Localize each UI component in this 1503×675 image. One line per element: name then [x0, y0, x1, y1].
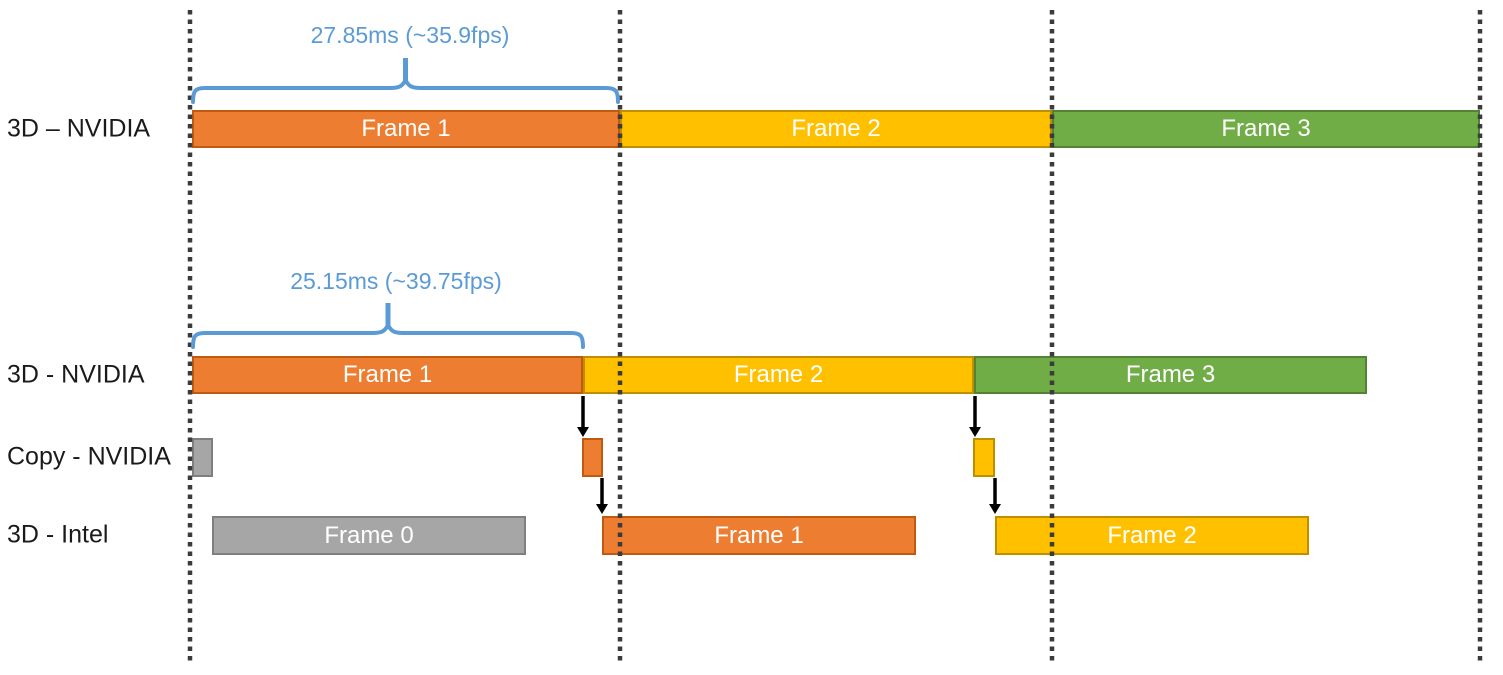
copy-bar	[192, 438, 213, 477]
frame-bar-label: Frame 3	[1221, 115, 1311, 142]
frame-bar-label: Frame 1	[361, 115, 451, 142]
measurement-brace	[191, 75, 620, 104]
frame-bar-frame-2: Frame 2	[583, 356, 974, 394]
frame-bar-label: Frame 1	[342, 361, 433, 388]
copy-arrow-head	[577, 427, 589, 437]
frame-bar-frame-2: Frame 2	[995, 516, 1309, 555]
copy-arrow-head	[989, 504, 1001, 514]
lane-label-3d-nvidia: 3D - NVIDIA	[7, 360, 145, 389]
copy-bar	[582, 438, 603, 477]
frame-bar-frame-1: Frame 1	[192, 356, 583, 394]
timing-annotation-top: 27.85ms (~35.9fps)	[310, 22, 510, 48]
frame-bar-label: Frame 0	[324, 521, 414, 549]
copy-arrow-head	[969, 427, 981, 437]
copy-bar	[973, 438, 995, 477]
frame-bar-label: Frame 2	[791, 115, 881, 142]
frame-bar-frame-3: Frame 3	[1052, 110, 1480, 148]
lane-label-copy-nvidia: Copy - NVIDIA	[7, 442, 171, 471]
timing-annotation-bottom: 25.15ms (~39.75fps)	[290, 268, 502, 294]
frame-bar-frame-2: Frame 2	[620, 110, 1052, 148]
frame-bar-label: Frame 3	[1125, 361, 1216, 388]
lane-label-3d-nvidia-top: 3D – NVIDIA	[7, 114, 151, 143]
frame-bar-label: Frame 1	[714, 521, 804, 549]
frame-bar-frame-1: Frame 1	[602, 516, 916, 555]
frame-bar-frame-0: Frame 0	[212, 516, 526, 555]
copy-arrow-head	[596, 504, 608, 514]
frame-bar-frame-1: Frame 1	[192, 110, 620, 148]
frame-bar-label: Frame 2	[733, 361, 824, 388]
frame-bar-label: Frame 2	[1107, 521, 1197, 549]
frame-bar-frame-3: Frame 3	[974, 356, 1367, 394]
measurement-brace	[191, 320, 585, 349]
lane-label-3d-intel: 3D - Intel	[7, 520, 109, 549]
